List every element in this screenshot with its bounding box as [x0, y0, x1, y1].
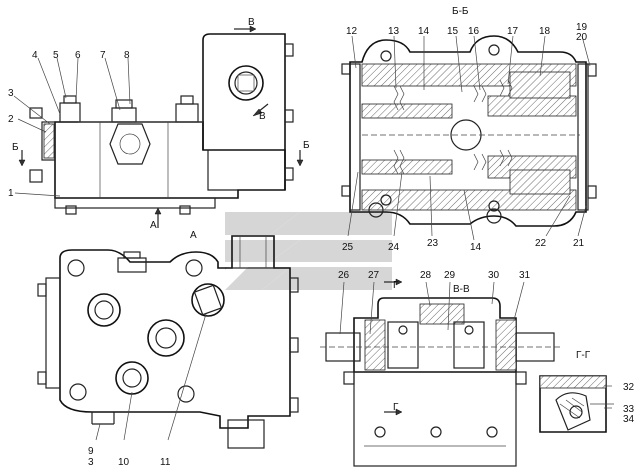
callout-15: 15: [447, 26, 459, 37]
callout-22: 22: [535, 238, 547, 249]
callout-28: 28: [420, 270, 432, 281]
side-view: [18, 25, 304, 228]
callout-14b: 14: [470, 242, 482, 253]
marker-v-top: В: [248, 17, 255, 28]
marker-g-bottom: Г: [393, 402, 399, 413]
section-title-gg: Г-Г: [576, 350, 591, 361]
callout-25: 25: [342, 242, 354, 253]
detail-gg: [539, 375, 614, 433]
callout-32: 32: [623, 382, 635, 393]
callout-33: 33: [623, 404, 635, 415]
callout-4: 4: [32, 50, 38, 61]
callout-34: 34: [623, 414, 635, 425]
section-bb: [341, 35, 597, 227]
section-title-bb: Б-Б: [452, 6, 469, 17]
callout-10: 10: [118, 457, 130, 468]
callout-21: 21: [573, 238, 585, 249]
callout-16: 16: [468, 26, 480, 37]
callout-7: 7: [100, 50, 106, 61]
callout-12: 12: [346, 26, 358, 37]
callout-31: 31: [519, 270, 531, 281]
callout-20: 20: [576, 32, 588, 43]
watermark-logo: [225, 212, 392, 290]
callout-2: 2: [8, 114, 14, 125]
view-a: [37, 235, 299, 449]
view-a-label: А: [190, 230, 197, 241]
callout-27: 27: [368, 270, 380, 281]
callout-6: 6: [75, 50, 81, 61]
marker-g-top: Г: [393, 280, 399, 291]
section-titles: Б-Б В-В Г-Г В В Б Б А А Г Г: [12, 6, 591, 413]
callout-23: 23: [427, 238, 439, 249]
callout-labels: 1 2 3 4 5 6 7 8 9 3 10 11 12 13 14 15 16…: [8, 22, 635, 468]
callout-3: 3: [8, 88, 14, 99]
callout-11: 11: [160, 457, 171, 468]
callout-17: 17: [507, 26, 519, 37]
callout-29: 29: [444, 270, 456, 281]
callout-30: 30: [488, 270, 500, 281]
leader-lines: [13, 35, 612, 441]
callout-26: 26: [338, 270, 350, 281]
marker-b-right: Б: [303, 140, 310, 151]
callout-5: 5: [53, 50, 59, 61]
callout-3b: 3: [88, 457, 94, 468]
marker-b-left: Б: [12, 142, 19, 153]
section-title-vv: В-В: [453, 284, 470, 295]
callout-14: 14: [418, 26, 430, 37]
callout-18: 18: [539, 26, 551, 37]
callout-8: 8: [124, 50, 130, 61]
callout-24: 24: [388, 242, 400, 253]
marker-v-right: В: [259, 111, 266, 122]
section-vv: [320, 278, 560, 467]
callout-1: 1: [8, 188, 14, 199]
callout-9: 9: [88, 446, 94, 457]
callout-13: 13: [388, 26, 400, 37]
callout-19: 19: [576, 22, 588, 33]
marker-a-arrow: А: [150, 220, 157, 231]
